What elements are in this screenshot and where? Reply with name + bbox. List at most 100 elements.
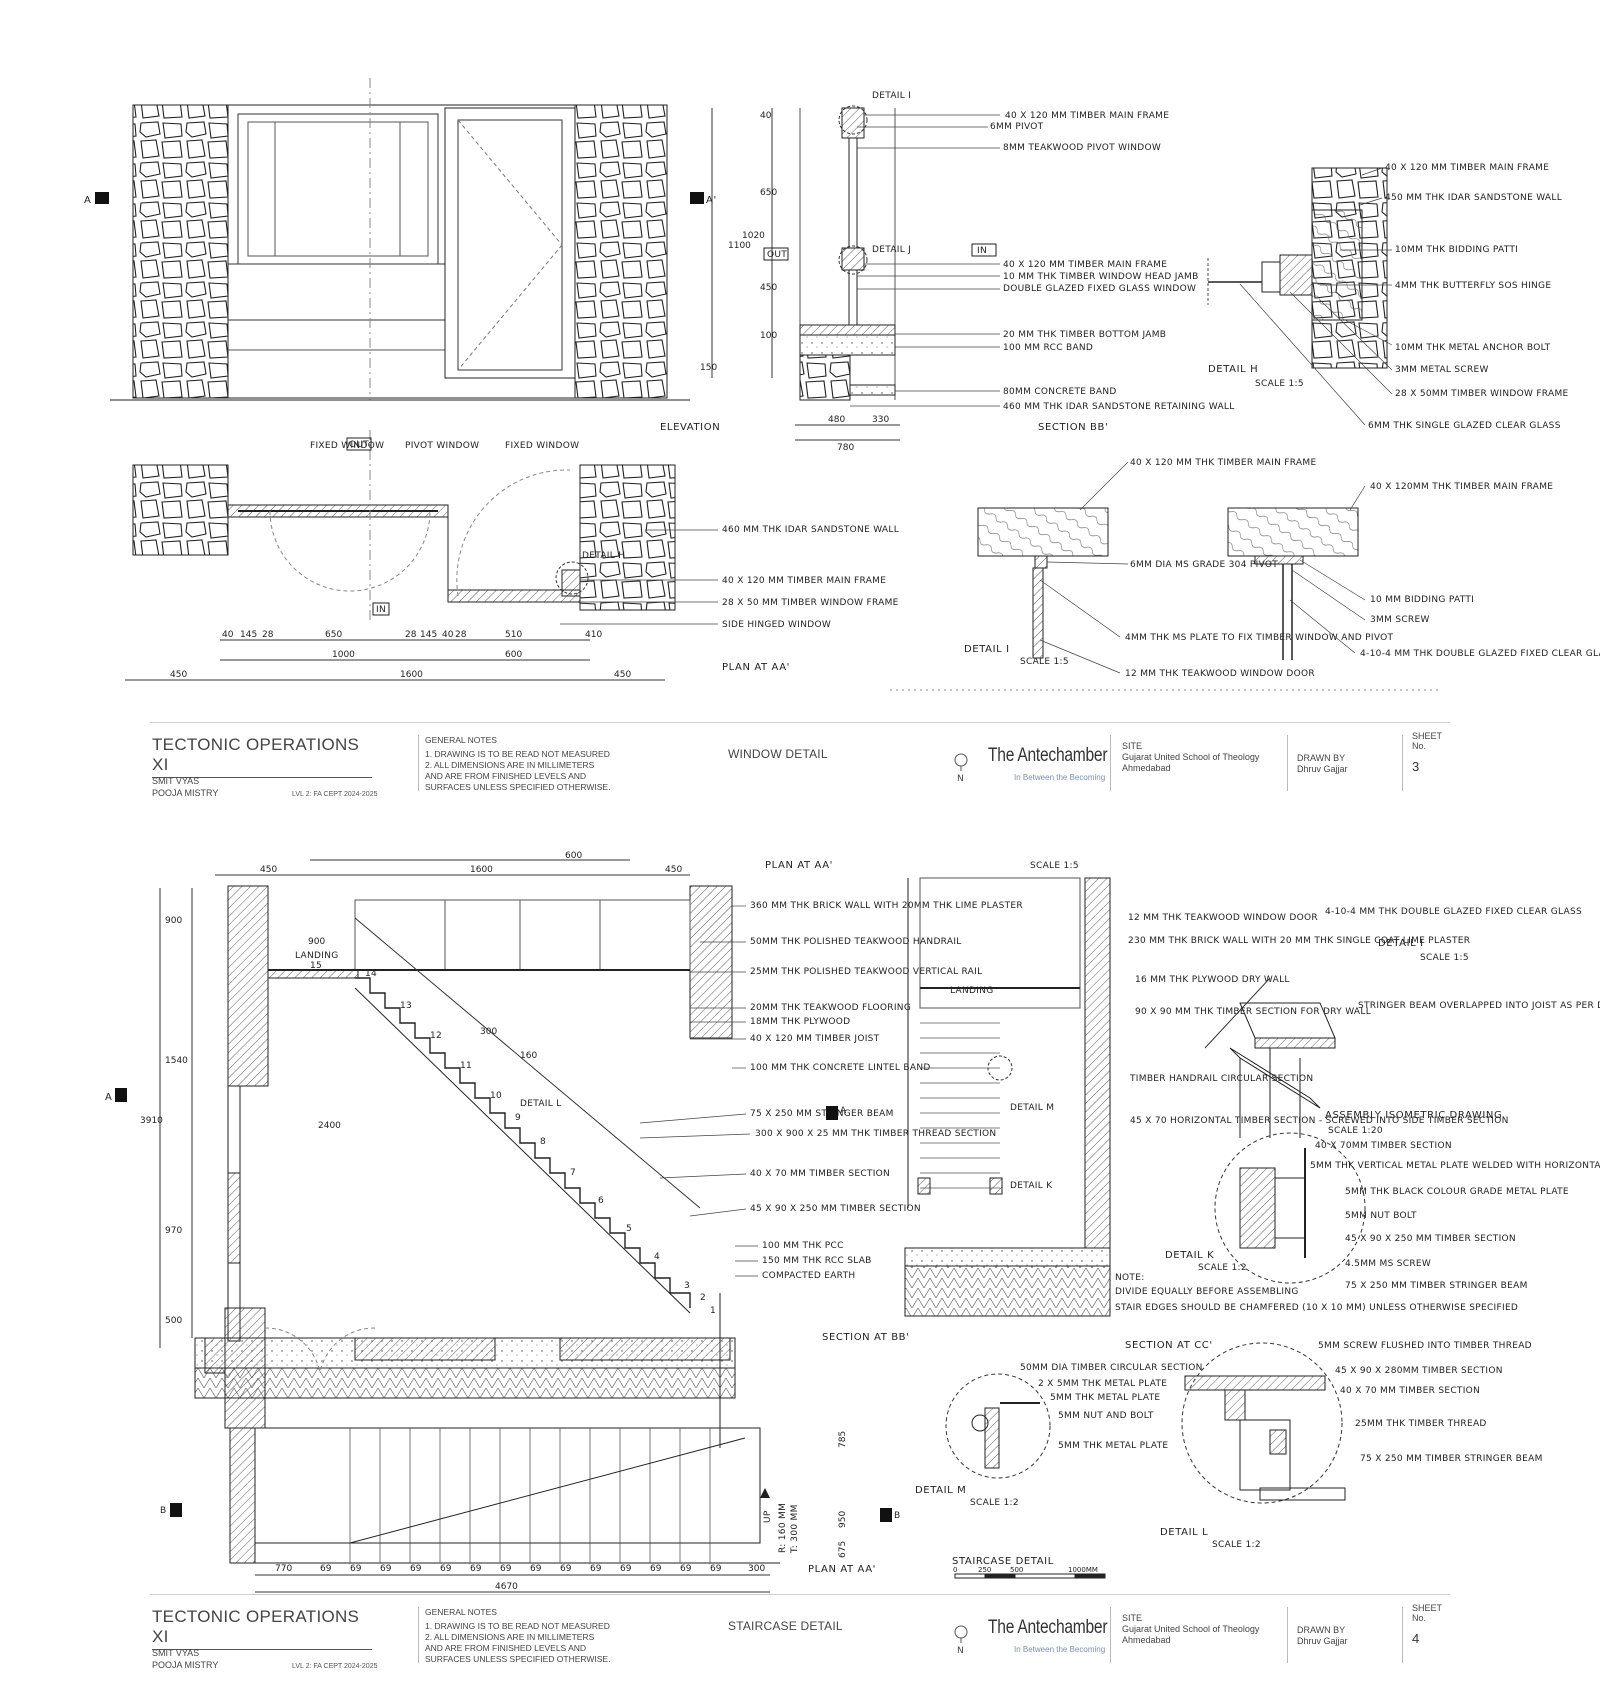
site-line: Ahmedabad bbox=[1122, 763, 1171, 773]
note-cc-1: 4-10-4 MM THK DOUBLE GLAZED FIXED CLEAR … bbox=[1325, 907, 1582, 917]
step-number: 5 bbox=[626, 1224, 632, 1234]
site-line: Gujarat United School of Theology bbox=[1122, 1624, 1260, 1634]
note-cc-5: 90 X 90 MM THK TIMBER SECTION FOR DRY WA… bbox=[1135, 1007, 1371, 1017]
title-block: TECTONIC OPERATIONS XI SMIT VYAS POOJA M… bbox=[150, 722, 1450, 805]
dim-tread-300: 300 bbox=[480, 1027, 497, 1037]
general-note: 2. ALL DIMENSIONS ARE IN MILLIMETERS bbox=[425, 760, 595, 770]
student-name: POOJA MISTRY bbox=[152, 788, 219, 798]
scale-tick: 250 bbox=[978, 1566, 991, 1574]
dim-elev-150: 150 bbox=[700, 363, 717, 373]
section-label-a2: A' bbox=[706, 195, 717, 206]
plan-out-tag: OUT bbox=[349, 440, 369, 450]
detail-i-scale: SCALE 1:5 bbox=[1020, 657, 1069, 667]
dim-v-2400: 2400 bbox=[318, 1121, 341, 1131]
detail-i-title: DETAIL I bbox=[1378, 938, 1424, 949]
step-number: 14 bbox=[365, 969, 377, 979]
section-label-a: A bbox=[84, 195, 91, 206]
note-stair-8: 75 X 250 MM STRINGER BEAM bbox=[750, 1109, 894, 1119]
note-m-2: 2 X 5MM THK METAL PLATE bbox=[1038, 1379, 1167, 1389]
note-i-8: 4-10-4 MM THK DOUBLE GLAZED FIXED CLEAR … bbox=[1360, 649, 1600, 659]
dim-bottom: 69 bbox=[680, 1564, 692, 1574]
note-stair-11: 45 X 90 X 250 MM TIMBER SECTION bbox=[750, 1204, 921, 1214]
scale-tick: 0 bbox=[953, 1566, 957, 1574]
dim-plan-450: 450 bbox=[170, 670, 187, 680]
note-h-6: 3MM METAL SCREW bbox=[1395, 365, 1489, 375]
stair-note-1: DIVIDE EQUALLY BEFORE ASSEMBLING bbox=[1115, 1287, 1299, 1297]
elevation-title: ELEVATION bbox=[660, 422, 720, 433]
window-plan: DETAIL H OUT IN FIXED WINDOW PIVOT WINDO… bbox=[125, 430, 899, 681]
drawn-name: Dhruv Gajjar bbox=[1297, 1636, 1348, 1646]
detail-i-scale: SCALE 1:5 bbox=[1420, 953, 1469, 963]
site-label: SITE bbox=[1122, 1613, 1143, 1623]
note-stair-7: 100 MM THK CONCRETE LINTEL BAND bbox=[750, 1063, 931, 1073]
note-k-7: 75 X 250 MM TIMBER STRINGER BEAM bbox=[1345, 1281, 1528, 1291]
note-cc-6: TIMBER HANDRAIL CIRCULAR SECTION bbox=[1129, 1074, 1313, 1084]
note-m-1: 50MM DIA TIMBER CIRCULAR SECTION bbox=[1020, 1363, 1203, 1373]
detail-h-scale: SCALE 1:5 bbox=[1255, 379, 1304, 389]
note-l-3: 40 X 70 MM TIMBER SECTION bbox=[1340, 1386, 1480, 1396]
dim-v-900: 900 bbox=[165, 916, 182, 926]
note-cc-2: 12 MM THK TEAKWOOD WINDOW DOOR bbox=[1128, 913, 1318, 923]
note-l-1: 5MM SCREW FLUSHED INTO TIMBER THREAD bbox=[1318, 1341, 1532, 1351]
step-number: 4 bbox=[654, 1252, 660, 1262]
dim-riser-160: 160 bbox=[520, 1051, 537, 1061]
note-cc-3: 230 MM THK BRICK WALL WITH 20 MM THK SIN… bbox=[1128, 936, 1470, 946]
detail-l-callout: DETAIL L bbox=[520, 1099, 562, 1109]
detail-l-scale: SCALE 1:2 bbox=[1212, 1540, 1261, 1550]
note-cc-8: STRINGER BEAM OVERLAPPED INTO JOIST AS P… bbox=[1358, 1001, 1600, 1011]
dim-v-1540: 1540 bbox=[165, 1056, 188, 1066]
dim-bottom: 69 bbox=[350, 1564, 362, 1574]
note-stair-10: 40 X 70 MM TIMBER SECTION bbox=[750, 1169, 890, 1179]
note-sec-9: 80MM CONCRETE BAND bbox=[1003, 387, 1117, 397]
section-marker-a2 bbox=[690, 192, 704, 204]
detail-k-drawing: 40 X 70MM TIMBER SECTION 5MM THK VERTICA… bbox=[1115, 1132, 1600, 1313]
note-m-3: 5MM THK METAL PLATE bbox=[1050, 1393, 1160, 1403]
dim-top-1600: 1600 bbox=[470, 865, 493, 875]
assembly-isometric: STRINGER BEAM OVERLAPPED INTO JOIST AS P… bbox=[1204, 977, 1600, 1138]
section-label-a-cc: A bbox=[840, 1106, 847, 1116]
dim-plan-450b: 450 bbox=[614, 670, 631, 680]
dim-plan-28: 28 bbox=[262, 630, 274, 640]
student-names: SMIT VYAS POOJA MISTRY bbox=[152, 775, 218, 799]
dim-bottom: 69 bbox=[470, 1564, 482, 1574]
section-marker-b2 bbox=[880, 1508, 892, 1522]
note-stair-3: 25MM THK POLISHED TEAKWOOD VERTICAL RAIL bbox=[750, 967, 982, 977]
detail-m-drawing: 50MM DIA TIMBER CIRCULAR SECTION 2 X 5MM… bbox=[915, 1363, 1203, 1508]
site-label: SITE bbox=[1122, 741, 1143, 751]
note-l-4: 25MM THK TIMBER THREAD bbox=[1355, 1419, 1487, 1429]
note-h-3: 10MM THK BIDDING PATTI bbox=[1395, 245, 1518, 255]
scale-top: SCALE 1:5 bbox=[1030, 861, 1079, 871]
dim-sec-480: 480 bbox=[828, 415, 845, 425]
staircase-detail-drawing: 450 1600 600 450 PLAN AT AA' 15 1 bbox=[105, 851, 1600, 1593]
note-plan-4: SIDE HINGED WINDOW bbox=[722, 620, 831, 630]
divider bbox=[1110, 735, 1111, 791]
dim-plan-410: 410 bbox=[585, 630, 602, 640]
section-marker-b bbox=[170, 1503, 182, 1517]
note-h-7: 28 X 50MM TIMBER WINDOW FRAME bbox=[1395, 389, 1569, 399]
note-i-6: 10 MM BIDDING PATTI bbox=[1370, 595, 1474, 605]
divider bbox=[418, 1607, 419, 1663]
section-label-b2: B bbox=[894, 1511, 900, 1521]
plan-in-tag: IN bbox=[376, 605, 386, 615]
note-stair-5: 18MM THK PLYWOOD bbox=[750, 1017, 850, 1027]
title-block: TECTONIC OPERATIONS XI SMIT VYAS POOJA M… bbox=[150, 1594, 1450, 1677]
detail-h-callout: DETAIL H bbox=[582, 551, 625, 561]
sheet-number-label: SHEET No. bbox=[1412, 731, 1442, 751]
brand: The Antechamber In Between the Becoming bbox=[988, 1617, 1133, 1657]
dim-bottom: 69 bbox=[500, 1564, 512, 1574]
section-bb-title: SECTION BB' bbox=[1038, 422, 1108, 433]
note-m-5: 5MM THK METAL PLATE bbox=[1058, 1441, 1168, 1451]
sheet-window-detail: ELEVATION A A' 40 650 450 100 150 1100 1… bbox=[84, 78, 1600, 805]
plan-bottom-title: PLAN AT AA' bbox=[808, 1564, 876, 1575]
dim-elev-40: 40 bbox=[760, 111, 772, 121]
label-pivot-window: PIVOT WINDOW bbox=[405, 441, 479, 451]
divider bbox=[418, 735, 419, 791]
dim-plan-675: 675 bbox=[838, 1541, 848, 1558]
assembly-title: ASSEMBLY ISOMETRIC DRAWING bbox=[1325, 1110, 1502, 1121]
section-bb-title: SECTION AT BB' bbox=[822, 1332, 909, 1343]
general-notes-heading: GENERAL NOTES bbox=[425, 1607, 497, 1617]
note-stair-4: 20MM THK TEAKWOOD FLOORING bbox=[750, 1003, 911, 1013]
window-section-bb: DETAIL I DETAIL J OUT IN 40 X 120 MM TIM… bbox=[763, 91, 1234, 453]
detail-k-scale: SCALE 1:2 bbox=[1198, 1263, 1247, 1273]
dim-bottom: 69 bbox=[590, 1564, 602, 1574]
